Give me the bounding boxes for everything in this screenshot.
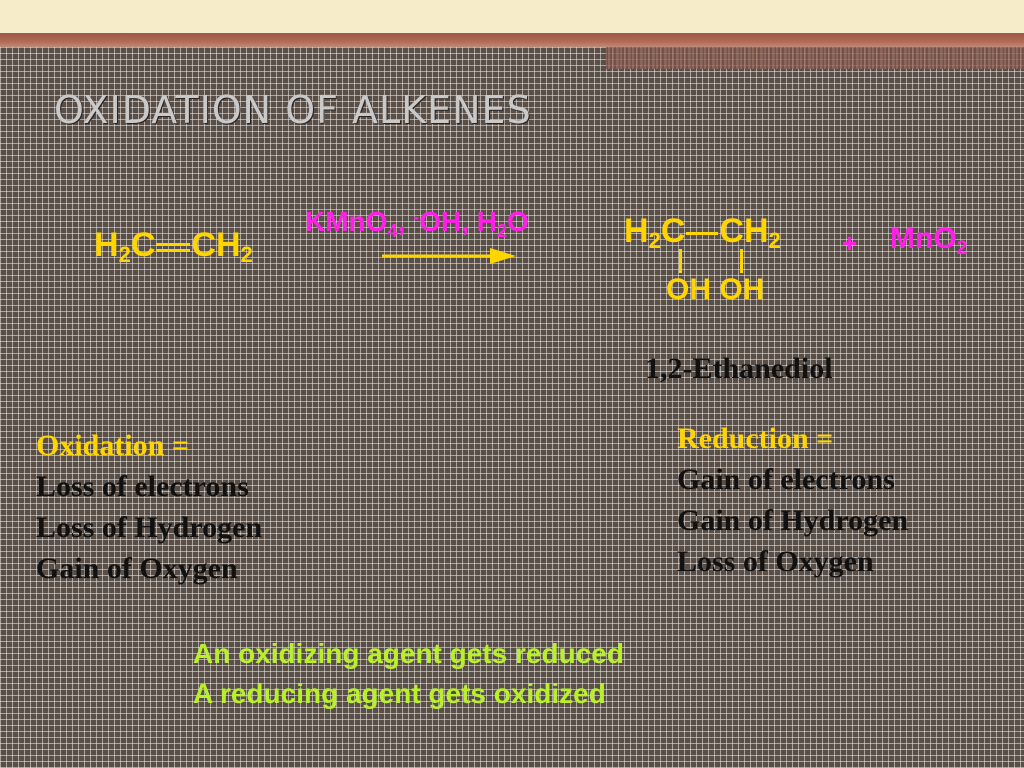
vertical-bond-right xyxy=(740,249,743,273)
oxidation-line: Gain of Oxygen xyxy=(36,552,238,585)
slide-title: OXIDATION OF ALKENES xyxy=(54,88,532,132)
reduction-definition: Reduction = Gain of electrons Gain of Hy… xyxy=(677,418,908,582)
double-bond xyxy=(156,242,191,252)
reduction-line: Gain of electrons xyxy=(677,463,895,496)
single-bond xyxy=(686,231,719,235)
oxidation-line: Loss of Hydrogen xyxy=(36,511,263,544)
note-line: A reducing agent gets oxidized xyxy=(193,678,606,709)
top-stripe xyxy=(0,33,1024,47)
product-name: 1,2-Ethanediol xyxy=(645,352,833,385)
reagent-label: KMnO4, -OH, H2O xyxy=(305,206,529,241)
vertical-bond-left xyxy=(679,249,682,273)
top-banner xyxy=(0,0,1024,33)
byproduct-formula: MnO2 xyxy=(890,222,968,259)
oxidation-heading: Oxidation = xyxy=(36,429,189,462)
note-line: An oxidizing agent gets reduced xyxy=(193,638,624,669)
reaction-arrow-icon xyxy=(382,248,516,264)
oxidation-line: Loss of electrons xyxy=(36,470,249,503)
reduction-line: Gain of Hydrogen xyxy=(677,504,909,537)
plus-sign: + xyxy=(842,228,858,258)
reduction-line: Loss of Oxygen xyxy=(677,545,874,578)
product-hydroxyls: OH OH xyxy=(666,273,765,306)
reduction-heading: Reduction = xyxy=(677,422,834,455)
agent-notes: An oxidizing agent gets reduced A reduci… xyxy=(193,634,624,714)
grid-background xyxy=(0,47,1024,768)
header-accent-bar xyxy=(606,47,1024,69)
oxidation-definition: Oxidation = Loss of electrons Loss of Hy… xyxy=(36,425,262,589)
